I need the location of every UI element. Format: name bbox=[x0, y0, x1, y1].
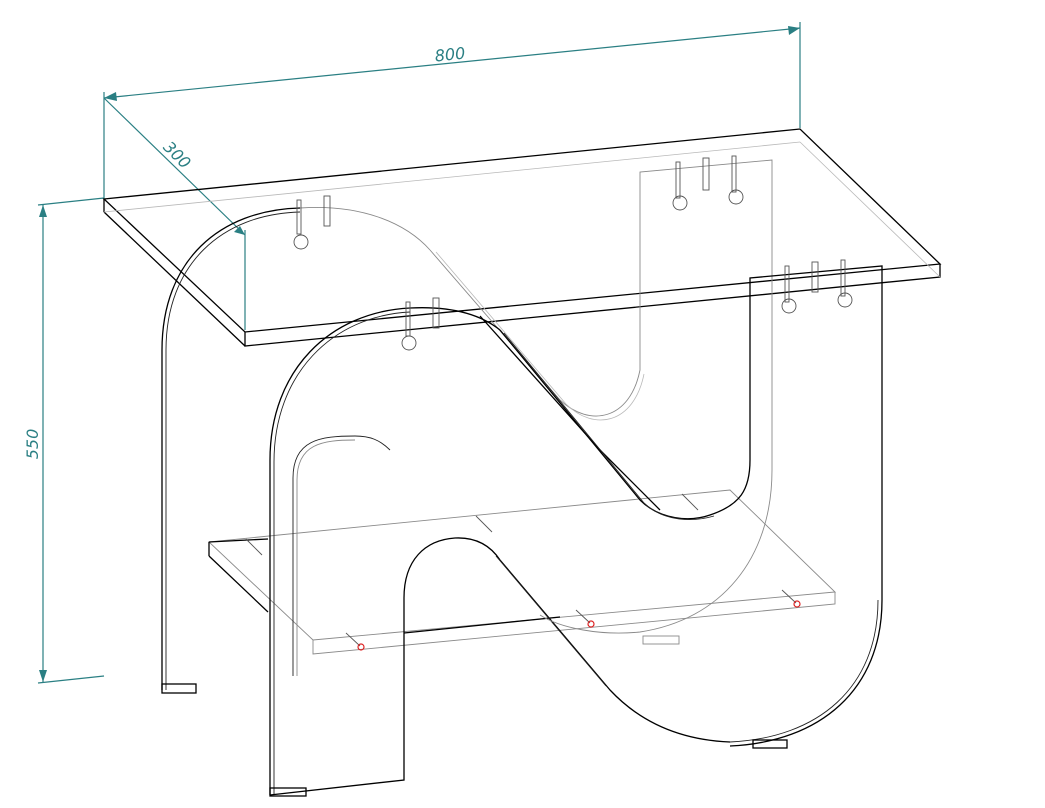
cam-lock-icon bbox=[401, 335, 417, 351]
depth-dimension-label: 300 bbox=[160, 137, 195, 172]
shelf-pin-icon bbox=[681, 493, 699, 511]
height-dimension-label: 550 bbox=[23, 429, 42, 460]
cam-lock-icon bbox=[837, 292, 853, 308]
width-dimension-label: 800 bbox=[434, 43, 466, 65]
dowel-icon bbox=[405, 301, 411, 337]
cam-lock-icon bbox=[293, 234, 309, 250]
dowel-icon bbox=[432, 297, 440, 329]
shelf-pin-icon bbox=[575, 609, 591, 624]
lower-shelf bbox=[207, 489, 837, 655]
dowel-icon bbox=[296, 199, 302, 235]
marked-hole-icon bbox=[357, 643, 365, 651]
dowel-icon bbox=[731, 155, 737, 193]
marked-hole-icon bbox=[793, 600, 801, 608]
shelf-pin-icon bbox=[475, 515, 493, 533]
marked-hole-icon bbox=[587, 620, 595, 628]
cam-lock-icon bbox=[672, 195, 688, 211]
cam-lock-icon bbox=[781, 298, 797, 314]
dowel-icon bbox=[840, 259, 846, 297]
dowel-icon bbox=[784, 265, 790, 303]
shelf-pin-icon bbox=[345, 632, 361, 647]
front-side-panel bbox=[269, 265, 883, 797]
dowel-icon bbox=[811, 261, 819, 293]
dowel-icon bbox=[323, 195, 331, 227]
rear-side-panel bbox=[161, 159, 773, 694]
cam-lock-icon bbox=[728, 189, 744, 205]
dimension-lines bbox=[37, 22, 801, 684]
fasteners bbox=[245, 155, 853, 651]
shelf-pin-icon bbox=[245, 538, 263, 556]
dowel-icon bbox=[702, 157, 710, 191]
dowel-icon bbox=[675, 161, 681, 199]
table-top bbox=[102, 128, 942, 347]
shelf-pin-icon bbox=[781, 589, 797, 604]
